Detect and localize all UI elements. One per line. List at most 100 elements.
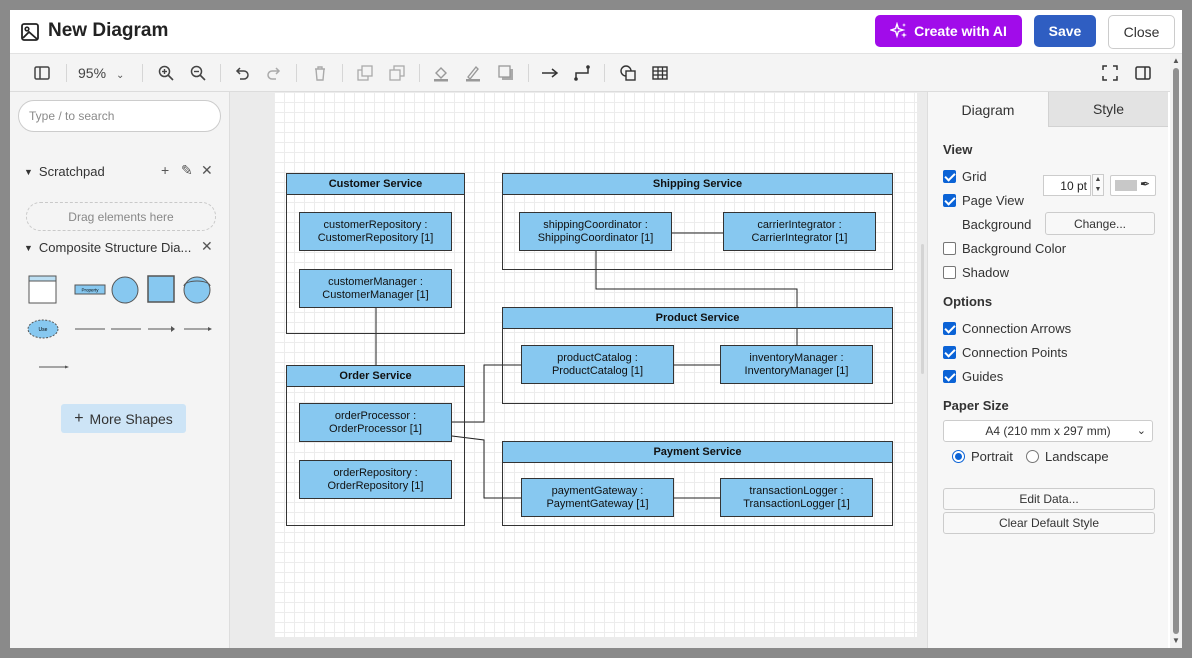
transaction-logger-part[interactable]: transactionLogger : TransactionLogger [1… — [720, 478, 873, 517]
connection-points-checkbox[interactable] — [943, 346, 956, 359]
grid-color-picker[interactable]: ✒ — [1110, 175, 1156, 196]
grid-size-stepper[interactable]: ▲▼ — [1092, 174, 1104, 196]
product-service-component[interactable]: Product Service — [502, 307, 893, 404]
save-button[interactable]: Save — [1034, 15, 1096, 47]
shadow-option[interactable]: Shadow — [943, 265, 1009, 280]
portrait-radio[interactable] — [952, 450, 965, 463]
page-view-checkbox[interactable] — [943, 194, 956, 207]
edit-icon[interactable]: ✎ — [181, 162, 193, 178]
fill-color-icon[interactable] — [431, 63, 451, 83]
background-color-checkbox[interactable] — [943, 242, 956, 255]
caret-down-icon: ▼ — [24, 242, 33, 253]
scratchpad-header[interactable]: ▼ Scratchpad — [24, 164, 105, 179]
close-button[interactable]: Close — [1108, 15, 1175, 49]
payment-gateway-part[interactable]: paymentGateway : PaymentGateway [1] — [521, 478, 674, 517]
shape-property[interactable]: Property — [74, 284, 106, 295]
guides-option[interactable]: Guides — [943, 369, 1003, 384]
search-input[interactable] — [18, 100, 221, 132]
scratchpad-dropzone[interactable]: Drag elements here — [26, 202, 216, 231]
connector-order-product[interactable] — [452, 364, 522, 423]
insert-shape-icon[interactable] — [618, 63, 638, 83]
part-type: CarrierIntegrator [1] — [751, 231, 848, 244]
create-with-ai-button[interactable]: Create with AI — [875, 15, 1022, 47]
product-catalog-part[interactable]: productCatalog : ProductCatalog [1] — [521, 345, 674, 384]
customer-manager-part[interactable]: customerManager : CustomerManager [1] — [299, 269, 452, 308]
dialog-title: New Diagram — [48, 20, 169, 41]
image-icon — [21, 23, 39, 41]
zoom-level[interactable]: 95%⌄ — [78, 65, 124, 81]
more-shapes-button[interactable]: + More Shapes — [61, 404, 186, 433]
zoom-out-icon[interactable] — [188, 63, 208, 83]
redo-icon[interactable] — [264, 63, 284, 83]
zoom-in-icon[interactable] — [156, 63, 176, 83]
table-icon[interactable] — [650, 63, 670, 83]
undo-icon[interactable] — [232, 63, 252, 83]
order-service-component[interactable]: Order Service — [286, 365, 465, 526]
format-panel-icon[interactable] — [1133, 63, 1153, 83]
shipping-coordinator-part[interactable]: shippingCoordinator : ShippingCoordinato… — [519, 212, 672, 251]
part-type: InventoryManager [1] — [744, 364, 849, 377]
connector-order-payment[interactable] — [451, 435, 522, 499]
landscape-radio[interactable] — [1026, 450, 1039, 463]
waypoints-icon[interactable] — [572, 63, 592, 83]
connection-arrows-option[interactable]: Connection Arrows — [943, 321, 1071, 336]
background-color-option[interactable]: Background Color — [943, 241, 1066, 256]
landscape-option[interactable]: Landscape — [1026, 449, 1109, 464]
customer-service-component[interactable]: Customer Service — [286, 173, 465, 334]
connection-points-option[interactable]: Connection Points — [943, 345, 1068, 360]
shape-dependency[interactable] — [184, 327, 212, 331]
toolbar-divider — [296, 64, 297, 82]
diagram-canvas[interactable]: Customer Service customerRepository : Cu… — [274, 92, 917, 637]
payment-service-component[interactable]: Payment Service — [502, 441, 893, 526]
portrait-option[interactable]: Portrait — [952, 449, 1013, 464]
to-back-icon[interactable] — [387, 63, 407, 83]
library-header[interactable]: ▼ Composite Structure Dia... — [24, 240, 191, 255]
close-icon[interactable]: ✕ — [201, 238, 213, 254]
inventory-manager-part[interactable]: inventoryManager : InventoryManager [1] — [720, 345, 873, 384]
scroll-up-icon[interactable]: ▲ — [1172, 56, 1180, 65]
delete-icon[interactable] — [310, 63, 330, 83]
customer-repository-part[interactable]: customerRepository : CustomerRepository … — [299, 212, 452, 251]
shape-arrow[interactable] — [148, 326, 175, 332]
shape-connector[interactable] — [39, 365, 69, 369]
panel-scrollbar-thumb[interactable] — [1173, 68, 1179, 634]
grid-size-input[interactable]: 10 pt — [1043, 175, 1091, 196]
shadow-icon[interactable] — [496, 63, 516, 83]
connection-icon[interactable] — [540, 63, 560, 83]
shipping-service-component[interactable]: Shipping Service — [502, 173, 893, 270]
shape-use-ellipse[interactable]: Use — [27, 319, 59, 339]
scroll-down-icon[interactable]: ▼ — [1172, 636, 1180, 645]
add-icon[interactable]: + — [161, 162, 170, 178]
shape-class[interactable] — [28, 275, 57, 304]
carrier-integrator-part[interactable]: carrierIntegrator : CarrierIntegrator [1… — [723, 212, 876, 251]
shape-square[interactable] — [147, 275, 175, 303]
line-color-icon[interactable] — [463, 63, 483, 83]
tab-diagram[interactable]: Diagram — [928, 92, 1048, 127]
scratchpad-label: Scratchpad — [38, 164, 105, 179]
sidebar-toggle-icon[interactable] — [32, 63, 52, 83]
guides-checkbox[interactable] — [943, 370, 956, 383]
page-view-option[interactable]: Page View — [943, 193, 1024, 208]
to-front-icon[interactable] — [355, 63, 375, 83]
order-processor-part[interactable]: orderProcessor : OrderProcessor [1] — [299, 403, 452, 442]
edit-data-button[interactable]: Edit Data... — [943, 488, 1155, 510]
component-title: Shipping Service — [503, 174, 892, 195]
tab-style[interactable]: Style — [1048, 92, 1168, 127]
canvas-vertical-scrollbar[interactable] — [921, 244, 924, 374]
close-icon[interactable]: ✕ — [201, 162, 213, 178]
fullscreen-icon[interactable] — [1100, 63, 1120, 83]
grid-option[interactable]: Grid — [943, 169, 987, 184]
shape-cylinder[interactable] — [183, 276, 211, 304]
clear-default-style-button[interactable]: Clear Default Style — [943, 512, 1155, 534]
part-name: shippingCoordinator : — [543, 218, 648, 231]
shape-circle[interactable] — [111, 276, 139, 304]
panel-scrollbar[interactable]: ▲ ▼ — [1170, 54, 1182, 648]
shadow-checkbox[interactable] — [943, 266, 956, 279]
background-change-button[interactable]: Change... — [1045, 212, 1155, 235]
shapes-sidebar: ▼ Scratchpad + ✎ ✕ Drag elements here ▼ … — [10, 92, 230, 648]
paper-size-select[interactable]: A4 (210 mm x 297 mm) ⌄ — [943, 420, 1153, 442]
order-repository-part[interactable]: orderRepository : OrderRepository [1] — [299, 460, 452, 499]
connection-arrows-checkbox[interactable] — [943, 322, 956, 335]
portrait-label: Portrait — [971, 449, 1013, 464]
grid-checkbox[interactable] — [943, 170, 956, 183]
